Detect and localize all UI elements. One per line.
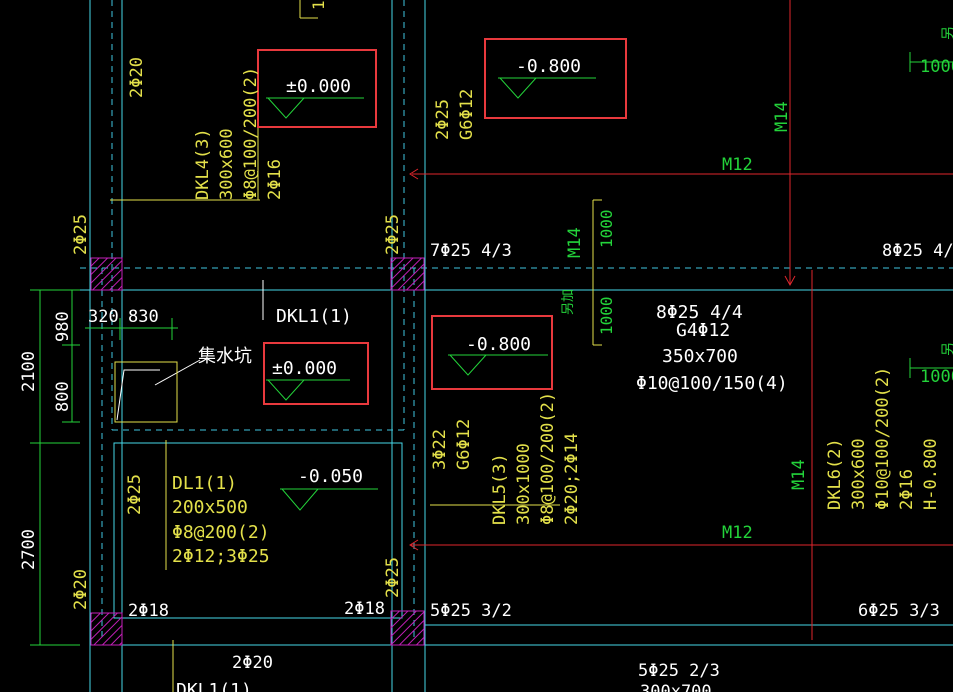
rebar-label: 2Φ25: [433, 99, 453, 140]
beam-dkl1-label: DKL1(1): [276, 306, 352, 327]
top-partial-label: 10: [309, 0, 328, 10]
beam-dkl5-annotation: DKL5(3) 300x1000 Φ8@100/200(2) 2Φ20;2Φ14: [490, 392, 582, 525]
beam-text: 200x500: [172, 497, 248, 518]
rebar-label: 7Φ25 4/3: [430, 241, 512, 261]
beam-text: Φ8@100/200(2): [241, 67, 261, 200]
beam-dkl4-annotation: DKL4(3) 300x600 Φ8@100/200(2) 2Φ16: [193, 67, 285, 200]
green-label: M14: [772, 101, 792, 132]
rebar-label: 300x700: [640, 682, 712, 692]
rebar-label: 2Φ20: [71, 569, 91, 610]
elevation-mark-2[interactable]: -0.800: [484, 38, 627, 119]
wall-lines: [80, 0, 953, 692]
green-label: M14: [789, 459, 809, 490]
elevation-mark-1[interactable]: ±0.000: [257, 49, 377, 128]
dimension-lines: [30, 52, 953, 646]
beam-text: 2Φ16: [897, 469, 917, 510]
beam-text: DKL6(2): [825, 438, 845, 510]
rebar-label: 5Φ25 3/2: [430, 601, 512, 621]
column-hatch: [90, 257, 123, 291]
beam-text: 2Φ20;2Φ14: [562, 433, 582, 525]
green-label: 另加: [561, 289, 576, 315]
white-leaders: [154, 280, 264, 386]
rebar-label: 6Φ25 3/3: [858, 601, 940, 621]
green-label: M12: [722, 155, 753, 175]
beam-text: G4Φ12: [676, 320, 730, 341]
dim-text: 2100: [19, 351, 39, 392]
dim-text: 800: [53, 381, 73, 412]
beam-text: 300x1000: [514, 443, 534, 525]
beam-dkl6-annotation: DKL6(2) 300x600 Φ10@100/200(2) 2Φ16 H-0.…: [825, 367, 941, 510]
elevation-value: -0.050: [298, 466, 363, 487]
beam-text: DKL5(3): [490, 453, 510, 525]
beam-text: DKL4(3): [193, 128, 213, 200]
column-hatches: [90, 257, 425, 646]
beam-dl1-annotation: DL1(1) 200x500 Φ8@200(2) 2Φ12;3Φ25: [172, 473, 270, 567]
beam-text: 300x600: [217, 128, 237, 200]
sump-label: 集水坑: [198, 346, 252, 367]
rebar-label: 2Φ18: [344, 599, 385, 619]
dim-text: 2700: [19, 529, 39, 570]
beam-text: H-0.800: [921, 438, 941, 510]
beam-text: 300x600: [849, 438, 869, 510]
column-hatch: [390, 257, 425, 291]
dim-text: 830: [128, 307, 159, 327]
rebar-label: 3Φ22: [430, 429, 450, 470]
dim-text: 1000: [597, 209, 616, 248]
beam-dkl1-bottom-label: DKL1(1): [176, 680, 252, 692]
beam-text: Φ8@200(2): [172, 522, 270, 543]
elevation-value: ±0.000: [286, 76, 351, 97]
dim-text: 320: [88, 307, 119, 327]
rebar-label: 2Φ25: [383, 557, 403, 598]
rebar-labels-yellow: 2Φ20 2Φ25 2Φ25 2Φ25 G6Φ12 3Φ22 G6Φ12 2Φ2…: [71, 57, 477, 610]
elevation-value: -0.800: [466, 334, 531, 355]
elevation-value: ±0.000: [272, 358, 337, 379]
beam-text: 2Φ16: [265, 159, 285, 200]
beam-text: DL1(1): [172, 473, 237, 494]
elevation-value: -0.800: [516, 56, 581, 77]
leader-lines: [110, 0, 602, 692]
rebar-label: 2Φ20: [232, 653, 273, 673]
rebar-label: 2Φ25: [125, 474, 145, 515]
green-label: M12: [722, 523, 753, 543]
green-label: M14: [565, 227, 585, 258]
sump-pit: 集水坑: [114, 346, 252, 423]
green-label: 另: [941, 342, 953, 356]
elevation-mark-4[interactable]: -0.800: [431, 315, 553, 390]
rebar-label: 2Φ20: [127, 57, 147, 98]
dimension-texts: 320 830 980 800 2100 2700: [19, 307, 159, 570]
beam-text: Φ10@100/200(2): [873, 367, 893, 510]
green-label: 1000: [920, 57, 953, 77]
rebar-labels-white: 2Φ18 2Φ18 2Φ20 7Φ25 4/3 8Φ25 4/ 5Φ25 3/2…: [128, 241, 953, 692]
column-hatch: [90, 612, 123, 646]
axis-lines: [409, 0, 953, 640]
rebar-label: 8Φ25 4/: [882, 241, 953, 261]
beam-g4-annotation: 8Φ25 4/4 G4Φ12 350x700 Φ10@100/150(4): [636, 302, 788, 394]
rebar-label: 2Φ18: [128, 601, 169, 621]
dim-text: 1000: [597, 296, 616, 335]
elevation-mark-5[interactable]: -0.050: [280, 466, 378, 511]
rebar-label: 2Φ25: [383, 214, 403, 255]
rebar-label: G6Φ12: [457, 89, 477, 140]
beam-text: 350x700: [662, 346, 738, 367]
green-labels: M12 M12 M14 M14 M14 另加 1000 1000 另 另: [561, 26, 953, 543]
dashed-lines: [80, 0, 953, 640]
rebar-label: 5Φ25 2/3: [638, 661, 720, 681]
green-label: 另: [941, 26, 953, 40]
green-label: 1000: [920, 367, 953, 387]
beam-text: 2Φ12;3Φ25: [172, 546, 270, 567]
column-hatch: [390, 610, 425, 646]
beam-text: Φ8@100/200(2): [538, 392, 558, 525]
beam-text: 8Φ25 4/4: [656, 302, 743, 323]
dimension-texts-green: 1000 1000: [597, 209, 616, 335]
rebar-label: G6Φ12: [454, 419, 474, 470]
elevation-mark-3[interactable]: ±0.000: [263, 342, 369, 405]
dim-text: 980: [53, 311, 73, 342]
beam-text: Φ10@100/150(4): [636, 373, 788, 394]
rebar-label: 2Φ25: [71, 214, 91, 255]
